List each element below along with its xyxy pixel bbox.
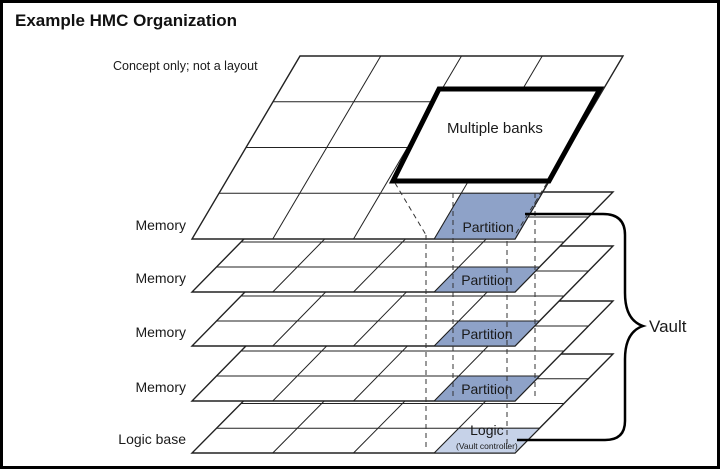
vault-cell — [433, 320, 541, 347]
multiple-banks-label: Multiple banks — [447, 120, 543, 137]
vault-brace — [517, 212, 647, 442]
layer-label: Memory — [135, 379, 186, 395]
partition-label: Partition — [461, 381, 512, 397]
logic-cell-label: Logic — [470, 422, 503, 438]
multiple-banks-box — [388, 86, 605, 184]
vault-label: Vault — [649, 317, 687, 336]
layer-label: Logic base — [118, 431, 186, 447]
partition-label: Partition — [462, 219, 513, 235]
diagram-title: Example HMC Organization — [15, 11, 237, 30]
vault-cell — [433, 427, 541, 454]
vault-cell — [433, 192, 543, 240]
layer-stack: Logic (Vault controller) Logic base Partiti… — [118, 55, 625, 454]
logic-cell-sublabel: (Vault controller) — [456, 441, 518, 451]
vault-cell — [433, 375, 541, 402]
diagram-panel: Example HMC Organization Logic (Vault con… — [3, 3, 717, 466]
layer-label: Memory — [135, 217, 186, 233]
layer-label: Memory — [135, 324, 186, 340]
concept-note: Concept only; not a layout — [113, 59, 258, 73]
vault-cell — [433, 266, 541, 293]
vault-projection-lines — [394, 182, 548, 449]
partition-label: Partition — [461, 272, 512, 288]
hmc-diagram: Logic (Vault controller) Logic base Partiti… — [113, 55, 687, 454]
partition-label: Partition — [461, 326, 512, 342]
layer-label: Memory — [135, 270, 186, 286]
